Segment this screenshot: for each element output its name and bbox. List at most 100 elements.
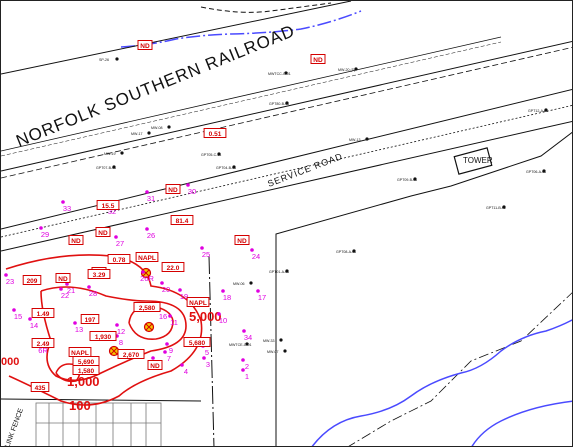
sample-point-dot xyxy=(168,314,172,318)
contour-label-100: 100 xyxy=(69,398,91,413)
sample-point-label: 24 xyxy=(252,252,260,261)
monitoring-well-marker xyxy=(542,169,546,173)
concentration-value: 5,680 xyxy=(189,340,206,347)
concentration-label: 3.29 xyxy=(87,269,111,279)
well-id-label: GPT01-A-01 xyxy=(269,270,289,274)
sample-point-label: 31 xyxy=(147,194,155,203)
concentration-value: 1,580 xyxy=(78,368,95,375)
sample-point-dot xyxy=(242,329,246,333)
sample-point-label: 16 xyxy=(159,312,167,321)
concentration-label: 0.51 xyxy=(203,128,227,138)
monitoring-well-marker xyxy=(285,101,289,105)
sample-point-label: 23 xyxy=(6,277,14,286)
concentration-value: NAPL xyxy=(138,255,156,262)
monitoring-well-marker xyxy=(413,177,417,181)
concentration-layer: NDND0.51ND15.5ND81.4NDNDND0.78NAPL22.020… xyxy=(22,40,326,392)
sample-point-dot xyxy=(39,226,43,230)
concentration-label: ND xyxy=(95,227,111,237)
sample-point-dot xyxy=(61,200,65,204)
well-id-label: MW-07 xyxy=(267,350,279,354)
well-id-label: MW-17 xyxy=(131,132,143,136)
concentration-value: ND xyxy=(71,238,81,245)
sample-point-label: 14 xyxy=(30,321,38,330)
concentration-label: 1,580 xyxy=(72,365,100,375)
concentration-value: 5,690 xyxy=(78,359,95,366)
napl-marker xyxy=(143,321,155,333)
concentration-label: ND xyxy=(137,40,153,50)
well-id-label: GPT04-B-01 xyxy=(216,166,236,170)
concentration-value: ND xyxy=(313,57,323,64)
tower-structure xyxy=(453,147,493,175)
concentration-value: 435 xyxy=(35,385,46,392)
concentration-label: ND xyxy=(234,235,250,245)
concentration-label: 22.0 xyxy=(161,262,185,272)
sample-point-dot xyxy=(87,285,91,289)
sample-point-dot xyxy=(200,246,204,250)
sample-point-label: 34 xyxy=(244,333,252,342)
concentration-label: ND xyxy=(55,273,71,283)
sample-point-label: 12 xyxy=(117,327,125,336)
concentration-value: NAPL xyxy=(71,350,89,357)
concentration-label: 2,580 xyxy=(133,302,161,312)
sample-point-label: 17 xyxy=(258,293,266,302)
sample-point-label: 28 xyxy=(89,289,97,298)
monitoring-well-marker xyxy=(284,71,288,75)
sample-point-label: 7 xyxy=(167,354,171,363)
sample-point-label: 33 xyxy=(63,204,71,213)
sample-point-dot xyxy=(256,289,260,293)
tower-label: TOWER xyxy=(463,156,493,165)
sample-point-label: 11 xyxy=(170,318,178,327)
concentration-value: 1,930 xyxy=(95,334,112,341)
sample-point-layer: 1234567891011121314151617181920212223242… xyxy=(4,183,266,381)
well-id-label: MWTCE-C-01 xyxy=(229,343,252,347)
sample-point-label: 5 xyxy=(205,348,209,357)
sample-point-dot xyxy=(178,288,182,292)
concentration-label: 1,930 xyxy=(89,331,117,341)
sample-point-dot xyxy=(165,342,169,346)
service-road-label: SERVICE ROAD xyxy=(266,151,344,189)
concentration-label: 0.78 xyxy=(107,254,131,264)
sample-point-label: 3 xyxy=(206,360,210,369)
sample-point-label: 18 xyxy=(223,293,231,302)
sample-point-dot xyxy=(217,312,221,316)
well-id-label: SP-26 xyxy=(99,58,109,62)
sample-point-dot xyxy=(186,183,190,187)
monitoring-well-marker xyxy=(502,205,506,209)
concentration-value: ND xyxy=(237,238,247,245)
building-footprint xyxy=(35,402,162,446)
sample-point-label: 2 xyxy=(245,362,249,371)
fence-label: LINK FENCE xyxy=(4,407,25,447)
sample-point-label: 22 xyxy=(61,291,69,300)
concentration-label: ND xyxy=(147,360,163,370)
sample-point-dot xyxy=(250,248,254,252)
concentration-label: 5,680 xyxy=(183,337,211,347)
sample-point-dot xyxy=(151,356,155,360)
creek-line-bottom xyxy=(311,319,572,446)
monitoring-well-marker xyxy=(352,249,356,253)
well-id-label: GPT09-B-01 xyxy=(397,178,417,182)
concentration-value: NAPL xyxy=(189,300,207,307)
concentration-value: 1.49 xyxy=(37,311,50,318)
sample-point-dot xyxy=(180,363,184,367)
concentration-label: NAPL xyxy=(186,297,210,307)
monitoring-well-marker xyxy=(249,281,253,285)
concentration-value: 22.0 xyxy=(167,265,180,272)
sample-point-dot xyxy=(73,321,77,325)
monitoring-well-marker xyxy=(115,57,119,61)
well-id-label: MW-13 xyxy=(349,138,361,142)
sample-point-dot xyxy=(59,287,63,291)
sample-point-dot xyxy=(145,190,149,194)
napl-marker xyxy=(108,345,120,357)
concentration-value: ND xyxy=(98,230,108,237)
concentration-label: ND xyxy=(68,235,84,245)
fence-line-lower xyxy=(1,398,202,402)
sample-point-label: 4 xyxy=(184,367,188,376)
sample-point-dot xyxy=(145,227,149,231)
well-id-label: GPT11-B-01 xyxy=(486,206,506,210)
well-id-label: MWTCC-C-01 xyxy=(268,72,291,76)
concentration-value: ND xyxy=(58,276,68,283)
sample-point-dot xyxy=(241,358,245,362)
concentration-label: 1.49 xyxy=(31,308,55,318)
